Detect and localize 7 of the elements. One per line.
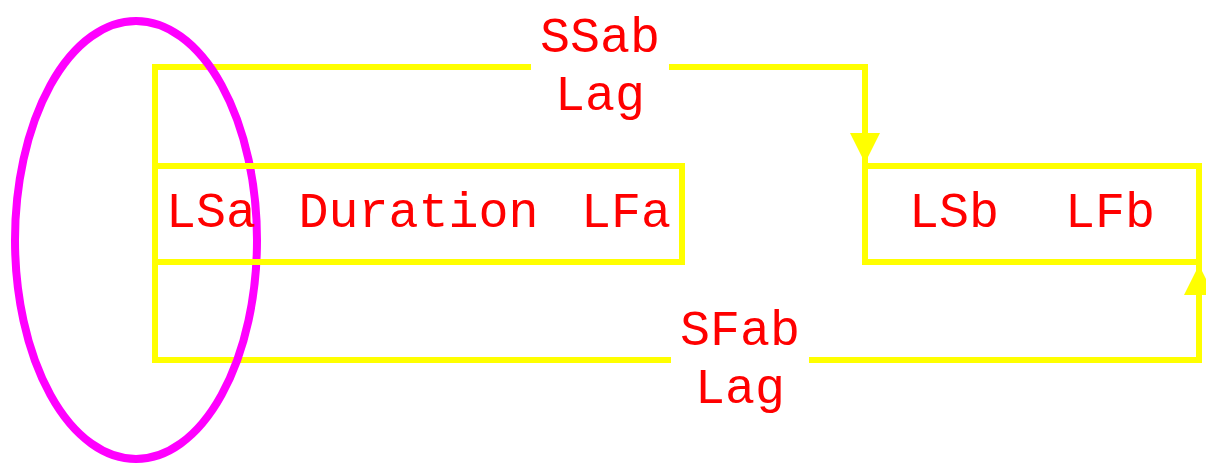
node-text: LFa — [580, 189, 671, 239]
node-text: LFb — [1065, 189, 1155, 239]
node-text: LSb — [909, 189, 999, 239]
activity-box — [152, 163, 685, 265]
node-text: Duration — [298, 189, 539, 239]
connector-arrow — [152, 265, 1206, 363]
activity-box — [862, 163, 1202, 265]
